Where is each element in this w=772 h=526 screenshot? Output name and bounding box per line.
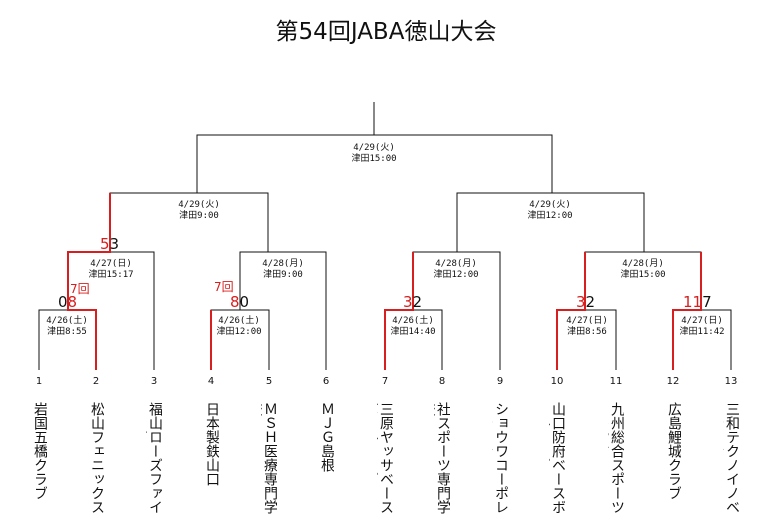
game-date: 4/26(土) [46,316,88,326]
team-name: 三原ヤッサベースボールクラブ [377,402,393,514]
team-name: 松山フェニックス [89,402,104,514]
game-date: 4/26(土) [218,316,260,326]
game-time: 津田9:00 [263,270,303,280]
game-date: 4/28(月) [262,259,304,269]
game-time: 津田11:42 [679,327,725,337]
seed-number: 5 [265,376,273,387]
score-left: 3 [576,293,586,311]
team-name: 日本製鉄山口 [204,402,219,486]
seed-number: 11 [609,376,623,387]
game-time: 津田9:00 [179,211,219,221]
bracket-semi-right [456,192,645,252]
team-name: 山口防府ベースボールクラブ [549,402,565,514]
score-g1: 08 [58,294,77,310]
score-right: 8 [67,293,78,311]
game-label-g9: 4/28(月) 津田15:00 [603,259,683,281]
tournament-title: 第54回JABA徳山大会 [275,19,497,45]
game-label-g6: 4/27(日) 津田15:17 [71,259,151,281]
note-g6: 7回 [70,282,90,296]
game-time: 津田12:00 [216,327,262,337]
seed-number: 2 [92,376,100,387]
score-right: 7 [702,293,712,311]
winner-path-7 [384,252,414,370]
winner-path-10 [556,252,586,370]
score-g4: 32 [576,294,595,310]
seed-number: 6 [322,376,330,387]
winner-path-12 [672,252,702,370]
game-date: 4/26(土) [392,316,434,326]
game-date: 4/29(火) [178,200,220,210]
score-right: 2 [585,293,596,311]
seed-number: 13 [724,376,738,387]
score-g6: 53 [100,236,119,252]
seed-number: 10 [550,376,564,387]
seed-number: 1 [35,376,43,387]
game-time: 津田12:00 [433,270,479,280]
score-right: 2 [412,293,423,311]
seed-number: 9 [496,376,504,387]
team-name: ＭＳＨ医療専門学校 [261,402,277,514]
game-date: 4/28(月) [435,259,477,269]
game-label-g8: 4/28(月) 津田12:00 [416,259,496,281]
game-date: 4/29(火) [353,143,395,153]
game-label-g12: 4/29(火) 津田15:00 [334,143,414,165]
game-time: 津田14:40 [390,327,436,337]
score-left: 8 [230,293,240,311]
score-g3: 32 [403,294,422,310]
seed-number: 4 [207,376,215,387]
score-left: 3 [403,293,413,311]
score-left: 0 [58,293,68,311]
game-date: 4/29(火) [529,200,571,210]
team-name: 社スポーツ専門学校 [434,402,450,514]
game-label-g10: 4/29(火) 津田9:00 [159,200,239,222]
game-date: 4/27(日) [681,316,723,326]
team-name: ショウワコーポレーション [492,402,508,514]
bracket-qf-2 [239,251,327,370]
game-date: 4/27(日) [90,259,132,269]
game-label-g11: 4/29(火) 津田12:00 [510,200,590,222]
game-label-g3: 4/26(土) 津田14:40 [376,316,450,338]
game-time: 津田8:56 [567,327,607,337]
team-name: 三和テクノイノベーション [723,402,739,514]
note-g2: 7回 [214,280,234,294]
team-name: 岩国五橋クラブ [32,402,47,500]
seed-number: 7 [381,376,389,387]
game-label-g4: 4/27(日) 津田8:56 [550,316,624,338]
game-date: 4/28(月) [622,259,664,269]
score-g2: 80 [230,294,249,310]
game-label-g2: 4/26(土) 津田12:00 [202,316,276,338]
game-time: 津田12:00 [527,211,573,221]
seed-number: 3 [150,376,158,387]
game-label-g1: 4/26(土) 津田8:55 [30,316,104,338]
seed-number: 8 [438,376,446,387]
winner-path-2 [67,193,111,370]
score-right: 3 [109,235,120,253]
game-time: 津田15:17 [88,270,134,280]
score-left: 11 [683,293,703,311]
team-name: 広島鯉城クラブ [666,402,681,500]
team-name: ＭＪＧ島根 [319,402,334,472]
score-right: 0 [239,293,250,311]
seed-number: 12 [666,376,680,387]
game-label-g7: 4/28(月) 津田9:00 [243,259,323,281]
game-time: 津田8:55 [47,327,87,337]
team-name: 九州総合スポーツカレッジ [608,402,624,514]
team-name: 福山ローズファイターズ [146,402,162,514]
game-time: 津田15:00 [351,154,397,164]
game-label-g5: 4/27(日) 津田11:42 [665,316,739,338]
game-date: 4/27(日) [566,316,608,326]
game-time: 津田15:00 [620,270,666,280]
score-g5: 117 [683,294,712,310]
score-left: 5 [100,235,110,253]
